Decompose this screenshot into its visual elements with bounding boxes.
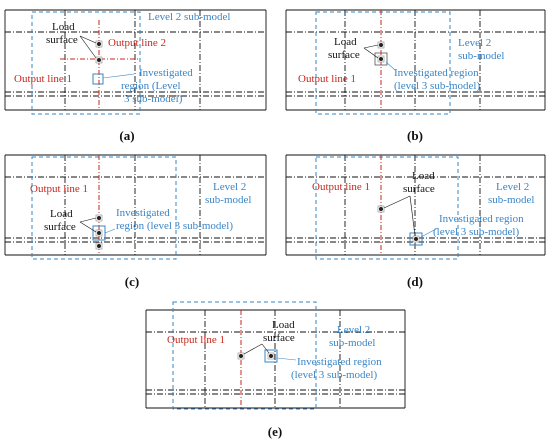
panel-a-load-label: Load <box>52 21 75 33</box>
panel-a-investigated-box <box>92 73 104 85</box>
panel-e-investigated-box <box>264 349 278 363</box>
panel-e-caption: (e) <box>268 424 282 439</box>
panel-e: Load surface Output line 1 Level 2 sub-m… <box>145 301 406 439</box>
panel-c-level2-label: Level 2 <box>213 181 246 193</box>
panel-c-load-point-icon <box>95 229 103 237</box>
panel-d-output-line-1-label: Output line 1 <box>312 181 370 193</box>
panel-b-load-label: surface <box>328 49 360 61</box>
panel-c-output-line-1-label: Output line 1 <box>30 183 88 195</box>
panel-e-load-label: Load <box>272 319 295 331</box>
panel-d-level2-label: sub-model <box>488 194 534 206</box>
panel-c-level2-box <box>31 156 177 260</box>
panel-c-load-point-icon <box>95 214 103 222</box>
panel-b-investigated-label: (level 3 sub-model) <box>394 80 480 92</box>
panel-b-load-point-icon <box>377 41 385 49</box>
panel-d-caption: (d) <box>407 274 423 289</box>
panel-a-caption: (a) <box>119 128 134 143</box>
panel-a-level2-label: Level 2 sub-model <box>148 11 230 23</box>
panel-a-output-line-2-label: Output line 2 <box>108 37 166 49</box>
panel-a-load-point-icon <box>95 56 103 64</box>
panel-a-output-line-1-label: Output line 1 <box>14 73 72 85</box>
panel-d: Output line 1 Load surface Level 2 sub-m… <box>285 154 546 289</box>
panel-a-load-point-icon <box>95 40 103 48</box>
panel-b-level2-box <box>315 11 451 115</box>
panel-d-investigated-box <box>409 232 423 246</box>
panel-d-load-point-icon <box>377 205 385 213</box>
panel-b-frame <box>285 9 546 111</box>
panel-a-investigated-label: 3 sub-model) <box>124 93 183 105</box>
panel-d-load-point-icon <box>412 235 420 243</box>
panel-c-investigated-label: Investigated <box>116 207 170 219</box>
panel-b-output-line-1-label: Output line 1 <box>298 73 356 85</box>
panel-a-investigated-label: Investigated <box>139 67 193 79</box>
panel-c-level2-label: sub-model <box>205 194 251 206</box>
panel-d-investigated-label: (level 3 sub-model) <box>433 226 519 238</box>
panel-e-level2-label: Level 2 <box>337 324 370 336</box>
panel-e-level2-label: sub-model <box>329 337 375 349</box>
panel-e-load-point-icon <box>237 352 245 360</box>
panel-c-load-point-icon <box>95 242 103 250</box>
panel-e-investigated-label: (level 3 sub-model) <box>291 369 377 381</box>
panel-b-level2-label: Level 2 <box>458 37 491 49</box>
panel-a: Load surface Level 2 sub-model Output li… <box>4 9 267 143</box>
panel-d-level2-label: Level 2 <box>496 181 529 193</box>
panel-a-load-label: surface <box>46 34 78 46</box>
panel-c: Output line 1 Level 2 sub-model Load sur… <box>4 154 267 289</box>
panel-c-load-label: Load <box>50 208 73 220</box>
panel-e-investigated-label: Investigated region <box>297 356 382 368</box>
panel-e-frame <box>145 309 406 409</box>
panel-b-caption: (b) <box>407 128 423 143</box>
panel-b-investigated-box <box>374 52 388 66</box>
panel-b-load-point-icon <box>377 55 385 63</box>
panel-b-level2-label: sub-model <box>458 50 504 62</box>
panel-c-load-label: surface <box>44 221 76 233</box>
panel-d-load-label: Load <box>412 170 435 182</box>
panel-d-level2-box <box>315 156 459 260</box>
panel-c-frame <box>4 154 267 256</box>
panel-b: Load surface Level 2 sub-model Output li… <box>285 9 546 143</box>
panel-d-investigated-label: Investigated region <box>439 213 524 225</box>
panel-d-load-label: surface <box>403 183 435 195</box>
panel-a-investigated-label: region (Level <box>121 80 181 92</box>
panel-e-output-line-1-label: Output line 1 <box>167 334 225 346</box>
panel-b-load-label: Load <box>334 36 357 48</box>
panel-e-level2-box <box>172 301 317 410</box>
panel-e-load-point-icon <box>267 352 275 360</box>
panel-c-caption: (c) <box>125 274 139 289</box>
panel-a-frame <box>4 9 267 111</box>
panel-e-load-label: surface <box>263 332 295 344</box>
panel-b-investigated-label: Investigated region <box>394 67 479 79</box>
panel-c-investigated-label: region (level 3 sub-model) <box>116 220 233 232</box>
